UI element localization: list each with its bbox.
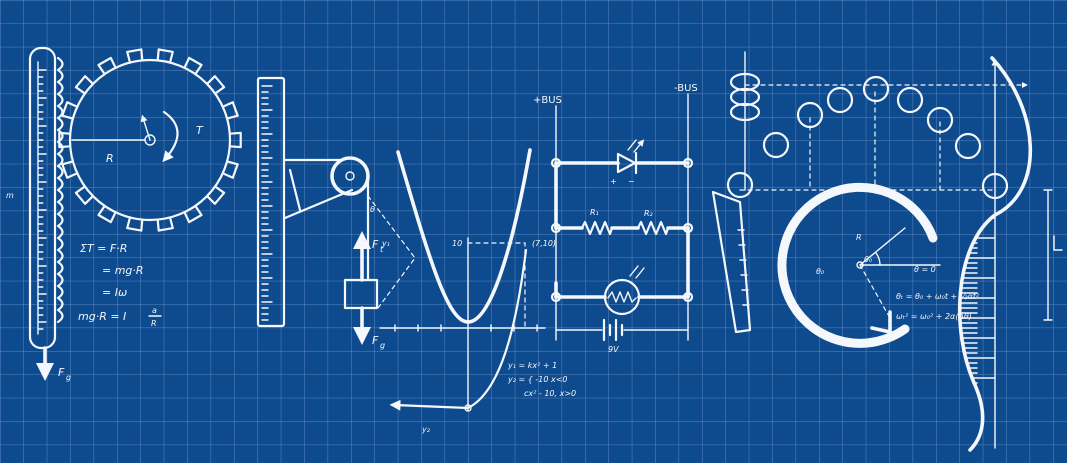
gear-rim xyxy=(68,58,232,222)
gravity-force-subscript: g xyxy=(66,373,71,382)
letter-y-graph: 10 (7,10) y₂ y₁ = kx² + 1 y₂ = { -10 x<0… xyxy=(379,148,576,434)
equation-y2-line1: y₂ = { -10 x<0 xyxy=(507,375,568,384)
gear-radius-label: R xyxy=(106,152,114,165)
node-top-left xyxy=(550,157,562,169)
torque-symbol: T xyxy=(196,124,204,137)
parabola-y1 xyxy=(396,148,532,324)
weight-force-subscript: g xyxy=(380,341,385,350)
rotation-radius xyxy=(859,227,906,266)
projectile-ball-2 xyxy=(762,131,790,159)
led-plus: + xyxy=(610,177,617,186)
rope-label: y₁ xyxy=(381,239,390,248)
node-bottom-left xyxy=(550,291,562,303)
wave-amplitude-marker xyxy=(1043,189,1063,321)
projectile-ball-7 xyxy=(926,106,954,134)
letter-c-rotation: R θ₀ θ₀ θ = 0 θₜ = θ₀ + ω₀t + ½αt² ωₜ² =… xyxy=(777,182,980,348)
gravity-force-symbol: F xyxy=(58,366,65,379)
battery-cells xyxy=(602,318,624,342)
x-axis-ticks xyxy=(394,324,538,332)
torque-equation-3: = Iω xyxy=(102,286,127,299)
gear-lever-arrow xyxy=(140,114,151,141)
battery-label: 9V xyxy=(608,345,619,354)
letter-i-spring-and-projectile xyxy=(711,51,1028,334)
torque-equation-4: mg·R = I xyxy=(78,310,126,323)
led-minus: − xyxy=(628,177,635,186)
curve-y2-origin xyxy=(464,404,472,412)
tension-force-symbol: F xyxy=(372,238,379,251)
projectile-ball-8 xyxy=(954,132,982,160)
ruler-ticks xyxy=(37,69,47,330)
weight-force-symbol: F xyxy=(372,334,379,347)
angle-label: θ xyxy=(370,205,375,214)
pulley-axle xyxy=(345,171,355,181)
point-label: (7,10) xyxy=(532,239,556,248)
curve-y2-left xyxy=(389,399,470,411)
resistor-r2 xyxy=(636,220,670,236)
point-guide-lines xyxy=(467,242,526,329)
theta0-label-left: θ₀ xyxy=(816,267,825,276)
mass-label: m xyxy=(6,191,14,200)
resistor-r1-label: R₁ xyxy=(590,208,599,217)
equation-y2-line2: cx² - 10, x>0 xyxy=(524,389,576,398)
projectile-ball-3 xyxy=(796,101,824,129)
chain-links xyxy=(56,56,64,324)
theta-zero-label: θ = 0 xyxy=(914,265,936,274)
slanted-ruler xyxy=(711,190,752,334)
rotation-arrowhead xyxy=(870,310,892,334)
pendulum-dashed-guide xyxy=(367,195,416,309)
led-light-arrows xyxy=(627,140,642,153)
torque-equation-2: = mg·R xyxy=(102,264,144,277)
projectile-ball-5 xyxy=(862,75,890,103)
led-diode xyxy=(616,151,638,175)
letter-p-gear-and-ruler: m R T F g ΣT = F·R = mg·R = Iω mg·R = I … xyxy=(6,46,242,382)
resistor-r1 xyxy=(580,220,614,236)
node-mid-left xyxy=(550,222,562,234)
projectile-drop-lines xyxy=(809,91,941,191)
tension-force-subscript: t xyxy=(380,245,384,254)
h-ruler-bar xyxy=(256,76,286,328)
y-tick-10: 10 xyxy=(452,239,462,248)
rotation-radius-label: R xyxy=(856,233,862,242)
minus-bus-label: -BUS xyxy=(674,83,698,94)
letter-h-pulley: F t F g θ y₁ xyxy=(256,76,416,350)
y2-curve-label: y₂ xyxy=(421,425,431,434)
projectile-ball-6 xyxy=(896,86,924,114)
h-slanted-arm xyxy=(283,158,354,220)
node-mid-right xyxy=(682,222,694,234)
theta0-label-center: θ₀ xyxy=(864,255,873,264)
torque-arc-arrow xyxy=(162,110,179,163)
letter-s-circuit: +BUS -BUS + − R₁ R₂ 9V xyxy=(533,83,698,354)
resistor-r2-label: R₂ xyxy=(644,209,654,218)
rotation-swept-line xyxy=(859,264,891,319)
rotation-angle-arc xyxy=(875,252,881,266)
torque-equation-1: ΣT = F·R xyxy=(80,242,127,255)
node-bottom-right xyxy=(682,291,694,303)
node-top-right xyxy=(682,157,694,169)
angular-velocity-equation: ωₜ² = ω₀² + 2α(Δθ) xyxy=(896,312,972,321)
lamp-light-arrows xyxy=(629,265,645,279)
fraction-numerator: a xyxy=(152,306,157,315)
spring-coil-3 xyxy=(729,102,761,122)
equation-y1: y₁ = kx² + 1 xyxy=(507,361,557,370)
plus-bus-label: +BUS xyxy=(533,95,562,106)
sine-wave-curve xyxy=(957,56,1033,452)
vertical-ruler-bar xyxy=(28,46,57,350)
rotation-center xyxy=(856,261,864,269)
rotation-arc xyxy=(777,182,938,348)
gear-teeth xyxy=(58,48,242,232)
projectile-ball-4 xyxy=(826,86,854,114)
curve-y2-right xyxy=(466,248,528,410)
angular-position-equation: θₜ = θ₀ + ω₀t + ½αt² xyxy=(896,292,980,301)
h-ruler-ticks xyxy=(261,85,273,321)
lamp-bulb xyxy=(603,278,641,316)
lamp-filament xyxy=(607,291,637,303)
fraction-denominator: R xyxy=(151,319,157,328)
slanted-ruler-ticks xyxy=(737,229,750,306)
projectile-ball-1 xyxy=(726,171,754,199)
